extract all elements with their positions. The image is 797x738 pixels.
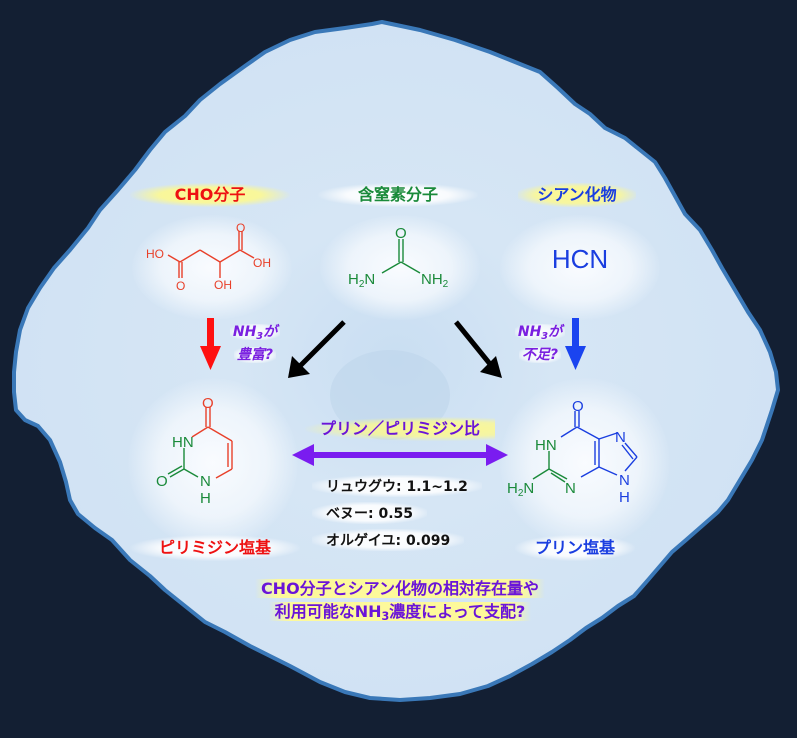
atom-n-top: N bbox=[615, 429, 626, 446]
ratio-row-bennu: ベヌー: 0.55 bbox=[312, 502, 428, 524]
atom-h: H bbox=[348, 271, 359, 288]
deficient-label: 不足? bbox=[518, 347, 562, 363]
atom-h: H bbox=[200, 490, 211, 507]
svg-text:NH2: NH2 bbox=[421, 271, 449, 290]
cho-molecules-title: CHO分子 bbox=[130, 183, 290, 207]
atom-ho-left: HO bbox=[146, 247, 164, 261]
ratio-value: 0.099 bbox=[405, 533, 451, 549]
nitrogen-molecules-title: 含窒素分子 bbox=[318, 183, 478, 207]
uracil-structure: O HN O N H bbox=[156, 395, 233, 507]
nh3-particle: が bbox=[548, 324, 563, 340]
abundant-label: 豊富? bbox=[233, 347, 277, 363]
atom-o-bottom: O bbox=[176, 279, 185, 293]
hcn-formula: HCN bbox=[551, 244, 609, 274]
conclusion-line-1: CHO分子とシアン化物の相対存在量や bbox=[150, 575, 650, 599]
atom-o-top: O bbox=[572, 398, 584, 415]
nh3-particle: が bbox=[263, 324, 278, 340]
pyrimidine-base-title: ピリミジン塩基 bbox=[130, 535, 300, 561]
ratio-value: 1.1~1.2 bbox=[406, 479, 468, 495]
atom-oh-right: OH bbox=[253, 256, 271, 270]
nh3-sub: 3 bbox=[541, 331, 549, 342]
atom-o-top: O bbox=[202, 395, 214, 412]
atom-n-bottom: N bbox=[565, 480, 576, 497]
black-arrow-diagonal-right-icon bbox=[454, 320, 502, 378]
cyanide-molecule-bubble bbox=[500, 215, 660, 320]
body-name: ベヌー bbox=[326, 506, 368, 522]
separator: : bbox=[396, 479, 407, 495]
conclusion-line-2: 利用可能なNH3濃度によって支配? bbox=[150, 598, 650, 623]
purine-bubble bbox=[500, 378, 670, 548]
black-arrow-diagonal-left-icon bbox=[288, 320, 346, 378]
guanine-structure: O HN N H2N N N H bbox=[507, 398, 638, 506]
conclusion-text-2a: 利用可能なNH bbox=[274, 602, 382, 621]
ratio-row-ryugu: リュウグウ: 1.1~1.2 bbox=[312, 475, 482, 497]
atom-sub-2: 2 bbox=[443, 279, 449, 290]
atom-nh: NH bbox=[421, 271, 443, 288]
condition-nh3-abundant: NH3が 豊富? bbox=[225, 323, 285, 364]
cyanide-title: シアン化物 bbox=[518, 183, 636, 207]
conclusion-text-1: CHO分子とシアン化物の相対存在量や bbox=[254, 579, 546, 598]
atom-n: N bbox=[523, 480, 534, 497]
svg-text:H2N: H2N bbox=[348, 271, 375, 290]
atom-sub-2: 2 bbox=[518, 488, 524, 499]
nh3-sub: 3 bbox=[381, 610, 390, 623]
nitrogen-molecule-bubble bbox=[320, 215, 480, 320]
red-arrow-down-icon bbox=[200, 318, 221, 370]
condition-nh3-deficient: NH3が 不足? bbox=[510, 323, 570, 364]
atom-n-imidazole: N bbox=[619, 472, 630, 489]
atom-o-top: O bbox=[236, 222, 245, 235]
malic-acid-structure: HO O OH O OH bbox=[146, 222, 271, 293]
atom-hn: HN bbox=[172, 434, 194, 451]
body-name: リュウグウ bbox=[326, 479, 396, 495]
svg-text:H2N: H2N bbox=[507, 480, 534, 499]
purple-double-arrow-icon bbox=[292, 444, 508, 466]
atom-sub-2: 2 bbox=[359, 279, 365, 290]
ratio-value: 0.55 bbox=[378, 506, 414, 522]
atom-hn: HN bbox=[535, 437, 557, 454]
separator: : bbox=[395, 533, 406, 549]
nh3-label: NH bbox=[232, 324, 257, 340]
nh3-sub: 3 bbox=[256, 331, 264, 342]
atom-n: N bbox=[200, 473, 211, 490]
atom-oh-bottom: OH bbox=[214, 278, 232, 292]
nh3-label: NH bbox=[517, 324, 542, 340]
urea-structure: O H2N NH2 bbox=[348, 225, 449, 290]
conclusion-text-2b: 濃度によって支配? bbox=[389, 602, 526, 621]
atom-h-imidazole: H bbox=[619, 489, 630, 506]
pyrimidine-bubble bbox=[128, 378, 298, 548]
atom-h: H bbox=[507, 480, 518, 497]
ratio-row-orgueil: オルゲイユ: 0.099 bbox=[312, 529, 465, 551]
blue-arrow-down-icon bbox=[565, 318, 586, 370]
atom-o-left: O bbox=[156, 473, 168, 490]
body-name: オルゲイユ bbox=[326, 533, 396, 549]
ratio-title: プリン／ピリミジン比 bbox=[305, 417, 495, 441]
atom-n: N bbox=[364, 271, 375, 288]
cho-molecule-bubble bbox=[132, 215, 292, 320]
separator: : bbox=[368, 506, 379, 522]
purine-base-title: プリン塩基 bbox=[515, 535, 635, 561]
atom-o: O bbox=[395, 225, 407, 242]
